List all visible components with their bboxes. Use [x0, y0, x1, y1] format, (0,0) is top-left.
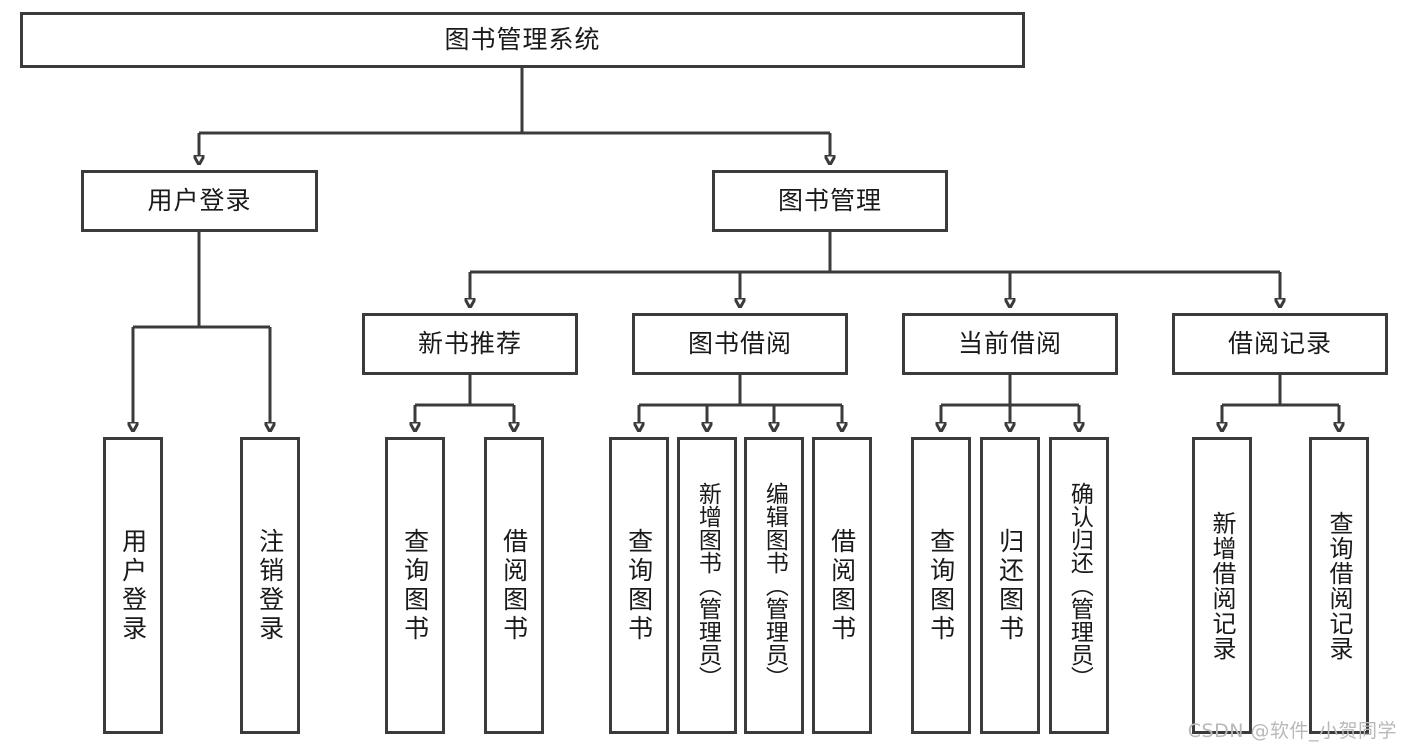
node-current-borrow[interactable]: 当前借阅: [902, 313, 1118, 375]
node-label: 查询图书: [926, 527, 956, 644]
leaf-logout[interactable]: 注销登录: [240, 437, 300, 734]
node-label: 新增图书（管理员）: [694, 482, 721, 689]
node-label: 图书借阅: [687, 328, 792, 358]
node-label: 借阅图书: [499, 527, 529, 644]
node-label: 当前借阅: [957, 328, 1062, 358]
leaf-user-login[interactable]: 用户登录: [103, 437, 163, 734]
leaf-borrow-book-recommend[interactable]: 借阅图书: [484, 437, 544, 734]
leaf-borrow-book[interactable]: 借阅图书: [812, 437, 872, 734]
node-label: 查询图书: [624, 527, 654, 644]
node-label: 借阅记录: [1227, 328, 1332, 358]
leaf-query-book-current[interactable]: 查询图书: [911, 437, 971, 734]
leaf-add-borrow-record[interactable]: 新增借阅记录: [1192, 437, 1252, 734]
node-book-borrow[interactable]: 图书借阅: [632, 313, 848, 375]
node-book-management[interactable]: 图书管理: [712, 170, 948, 232]
node-label: 用户登录: [118, 527, 148, 644]
node-label: 用户登录: [147, 185, 252, 215]
node-label: 图书管理: [777, 185, 882, 215]
node-label: 编辑图书（管理员）: [761, 482, 788, 689]
leaf-query-book-recommend[interactable]: 查询图书: [385, 437, 445, 734]
node-label: 图书管理系统: [444, 24, 601, 54]
leaf-query-borrow-record[interactable]: 查询借阅记录: [1309, 437, 1369, 734]
node-label: 查询借阅记录: [1325, 510, 1353, 661]
node-user-login[interactable]: 用户登录: [81, 170, 318, 232]
node-label: 查询图书: [400, 527, 430, 644]
watermark: CSDN @软件_小贺同学: [1187, 720, 1397, 742]
leaf-add-book-admin[interactable]: 新增图书（管理员）: [677, 437, 737, 734]
leaf-edit-book-admin[interactable]: 编辑图书（管理员）: [744, 437, 804, 734]
leaf-query-book-borrow[interactable]: 查询图书: [609, 437, 669, 734]
node-label: 确认归还（管理员）: [1066, 482, 1093, 689]
node-root-system[interactable]: 图书管理系统: [20, 12, 1025, 68]
node-borrow-records[interactable]: 借阅记录: [1172, 313, 1388, 375]
node-label: 归还图书: [995, 527, 1025, 644]
node-new-book-recommend[interactable]: 新书推荐: [362, 313, 578, 375]
leaf-confirm-return-admin[interactable]: 确认归还（管理员）: [1049, 437, 1109, 734]
node-label: 新增借阅记录: [1208, 510, 1236, 661]
leaf-return-book[interactable]: 归还图书: [980, 437, 1040, 734]
node-label: 注销登录: [255, 527, 285, 644]
node-label: 新书推荐: [417, 328, 522, 358]
node-label: 借阅图书: [827, 527, 857, 644]
